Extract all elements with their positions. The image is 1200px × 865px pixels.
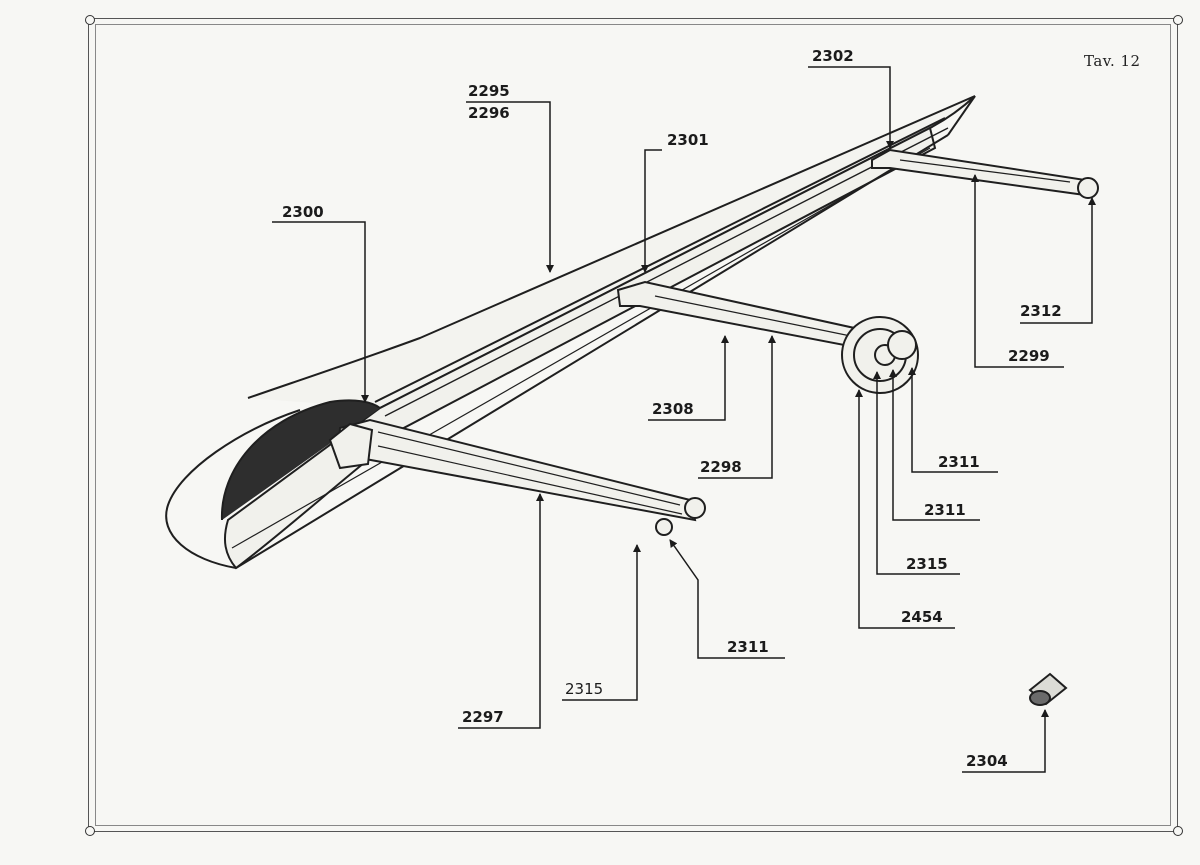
corner-ring	[1173, 826, 1183, 836]
part-label-2295: 2295	[468, 82, 510, 100]
part-label-2315: 2315	[565, 680, 604, 698]
part-label-2296: 2296	[468, 104, 510, 122]
corner-ring	[1173, 15, 1183, 25]
part-label-2302: 2302	[812, 47, 854, 65]
part-label-2454: 2454	[901, 608, 943, 626]
outer-border	[88, 18, 1178, 832]
part-label-2312: 2312	[1020, 302, 1062, 320]
inner-border	[95, 24, 1171, 826]
part-label-2304: 2304	[966, 752, 1008, 770]
leader-lines	[272, 66, 1096, 773]
part-label-2298: 2298	[700, 458, 742, 476]
part-label-2301: 2301	[667, 131, 709, 149]
part-label-2315: 2315	[906, 555, 948, 573]
middle-arm	[616, 280, 919, 394]
part-label-2297: 2297	[462, 708, 504, 726]
corner-ring	[85, 826, 95, 836]
plate-number: Tav. 12	[1084, 52, 1141, 70]
part-label-2308: 2308	[652, 400, 694, 418]
rear-arm	[871, 148, 1099, 199]
part-label-2311: 2311	[938, 453, 980, 471]
bushing-2304	[1028, 672, 1068, 706]
part-label-2311: 2311	[727, 638, 769, 656]
front-arm	[328, 418, 706, 536]
part-label-2300: 2300	[282, 203, 324, 221]
corner-ring	[85, 15, 95, 25]
part-label-2311: 2311	[924, 501, 966, 519]
part-label-2299: 2299	[1008, 347, 1050, 365]
